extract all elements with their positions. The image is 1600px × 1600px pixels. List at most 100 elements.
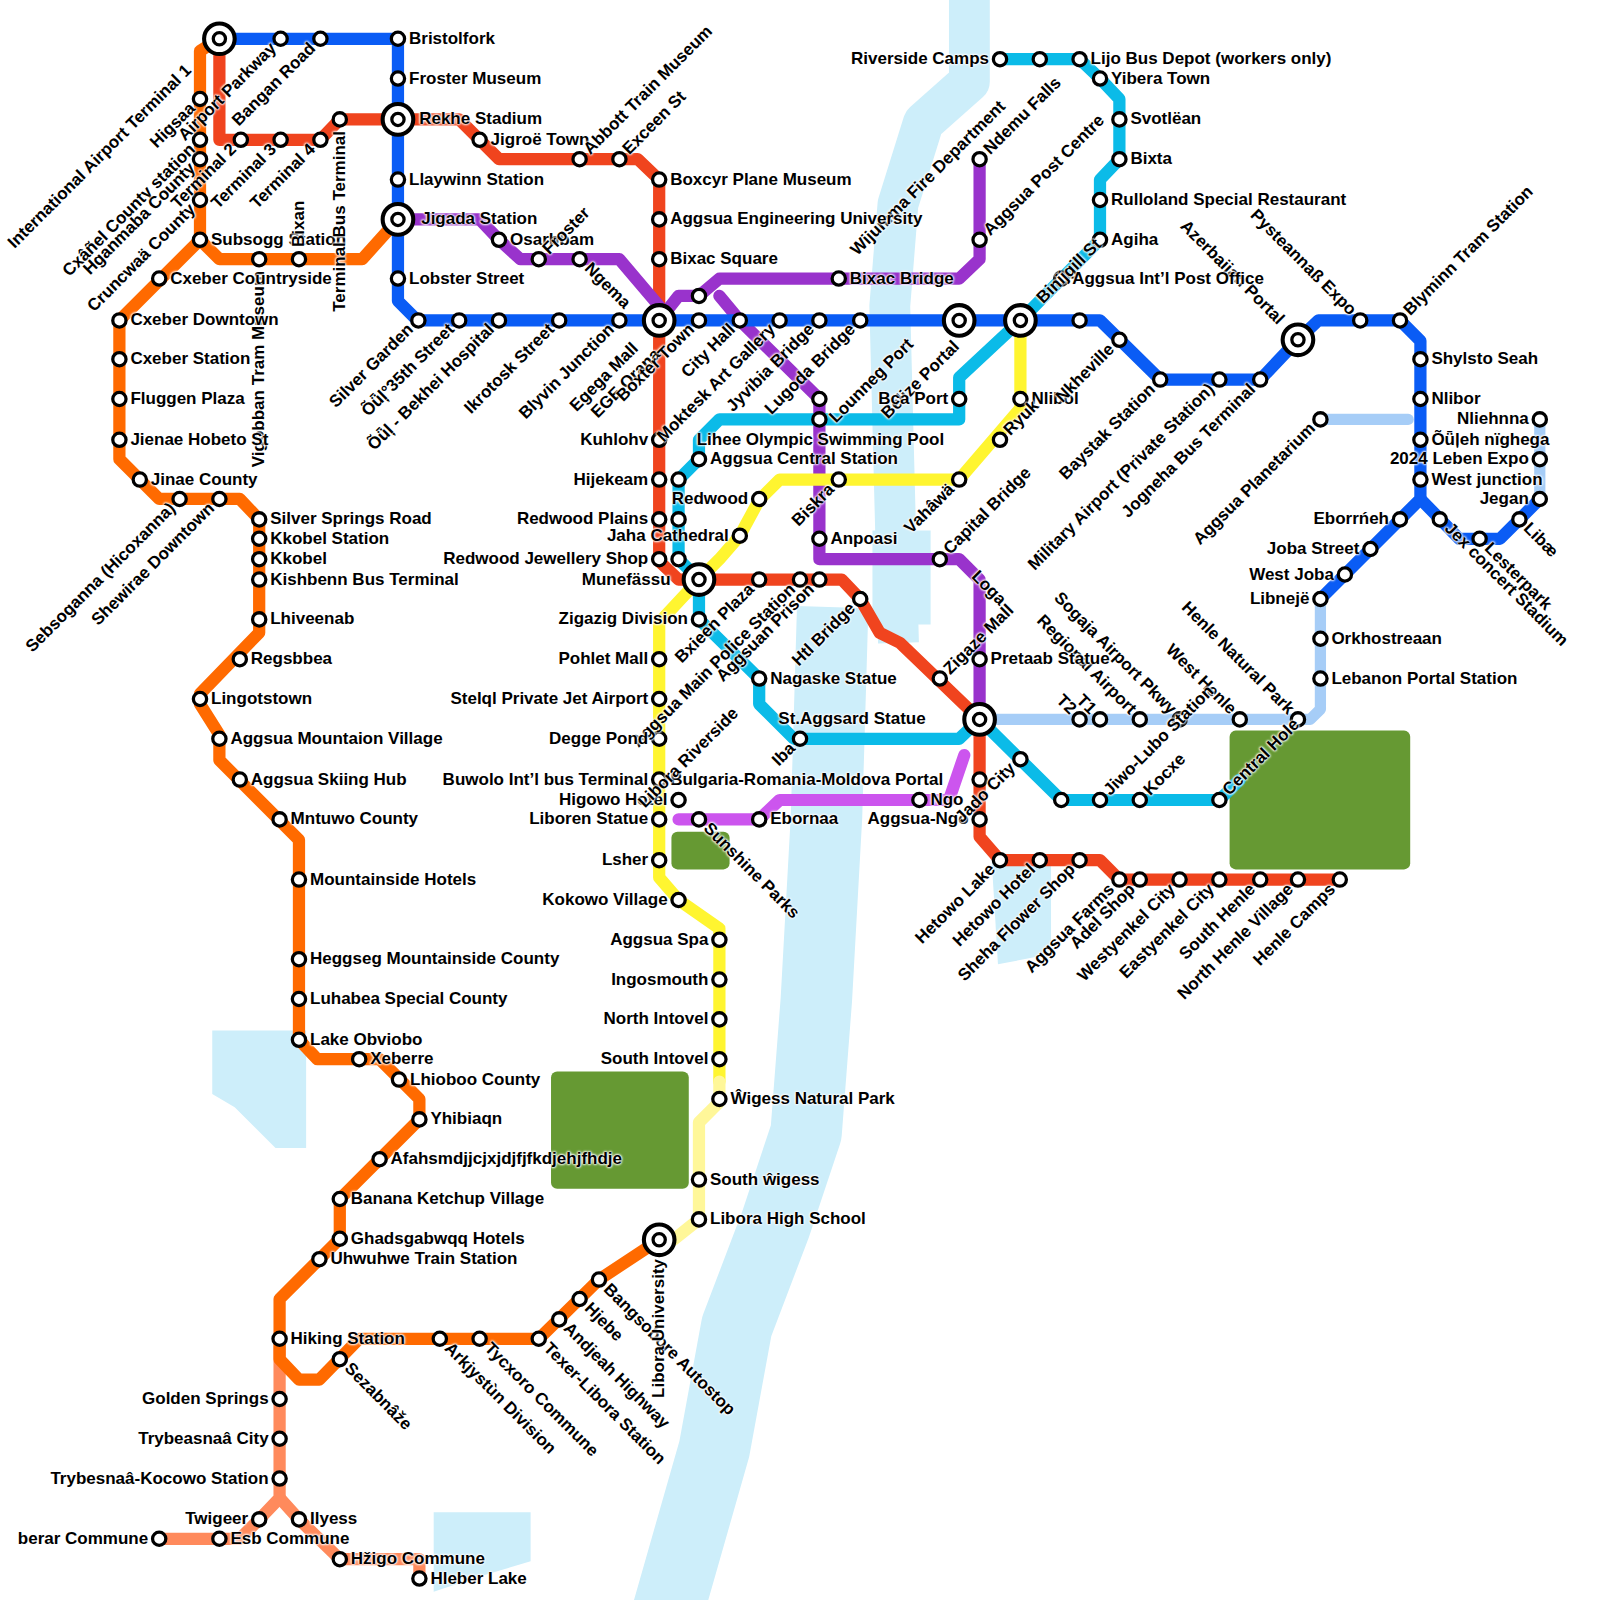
- station-label: Mntuwo County: [291, 810, 418, 829]
- station-dot: [913, 793, 926, 806]
- interchange-ring: [1005, 305, 1036, 336]
- station-label: Ilyess: [310, 1510, 357, 1529]
- station-dot: [613, 153, 626, 166]
- station-label: Nlibor: [1431, 390, 1480, 409]
- station-label: Degge Pond: [549, 729, 648, 748]
- station-dot: [692, 314, 705, 327]
- station-label: Libnejë: [1250, 590, 1310, 609]
- station-label: Stelql Private Jet Airport: [450, 690, 648, 709]
- interchange-ring: [644, 305, 675, 336]
- station-dot: [1133, 713, 1146, 726]
- station-dot: [1314, 632, 1327, 645]
- station-dot: [193, 692, 206, 705]
- station-dot: [1233, 713, 1246, 726]
- route-line: [219, 39, 1420, 599]
- station-label: Blyminn Tram Station: [1400, 183, 1537, 320]
- station-label: Õǖļeh nïghega: [1431, 430, 1549, 449]
- station-label: Iba: [769, 739, 800, 770]
- station-dot: [273, 1392, 286, 1405]
- station-label: Nliehnna: [1457, 410, 1529, 429]
- station-label: Wijumma Fire Department: [847, 98, 1009, 260]
- station-dot: [113, 433, 126, 446]
- station-label: West junction: [1431, 470, 1542, 489]
- station-dot: [391, 173, 404, 186]
- station-dot: [193, 233, 206, 246]
- station-label: Pohlet Mall: [558, 650, 648, 669]
- station-label: Aggsua Central Station: [710, 450, 898, 469]
- station-label: Jegan: [1480, 490, 1529, 509]
- station-dot: [1014, 753, 1027, 766]
- station-dot: [653, 513, 666, 526]
- station-label: Ebornaa: [770, 810, 838, 829]
- station-dot: [233, 653, 246, 666]
- station-dot: [813, 413, 826, 426]
- station-dot: [473, 133, 486, 146]
- station-dot: [973, 153, 986, 166]
- station-dot: [672, 893, 685, 906]
- station-label: West Joba: [1249, 565, 1334, 584]
- station-dot: [613, 314, 626, 327]
- station-dot: [253, 553, 266, 566]
- station-dot: [733, 529, 746, 542]
- station-label: Aggsua Int’l Post Office: [1072, 269, 1264, 288]
- interchange-core: [1014, 314, 1026, 326]
- interchange-ring: [644, 1224, 675, 1255]
- station-dot: [391, 72, 404, 85]
- lake: [212, 1031, 306, 1148]
- station-dot: [692, 289, 705, 302]
- station-dot: [1393, 513, 1406, 526]
- station-dot: [1533, 453, 1546, 466]
- station-dot: [1393, 314, 1406, 327]
- station-dot: [713, 1053, 726, 1066]
- interchange-ring: [1283, 324, 1314, 355]
- station-dot: [1414, 392, 1427, 405]
- station-label: Ryuk: [1000, 397, 1043, 440]
- station-dot: [813, 314, 826, 327]
- station-label: Bristolfork: [409, 29, 495, 48]
- station-dot: [1093, 193, 1106, 206]
- station-label: Liboren Statue: [529, 810, 648, 829]
- station-dot: [1033, 53, 1046, 66]
- station-label: Redwood Jewellery Shop: [443, 550, 648, 569]
- station-dot: [1033, 854, 1046, 867]
- station-label: Libora University: [650, 1259, 669, 1398]
- station-label: Kkobel: [270, 550, 327, 569]
- station-dot: [753, 672, 766, 685]
- station-dot: [292, 253, 305, 266]
- station-dot: [1291, 873, 1304, 886]
- station-dot: [1113, 113, 1126, 126]
- station-label: Central Hole: [1220, 716, 1304, 800]
- station-dot: [933, 553, 946, 566]
- station-dot: [213, 492, 226, 505]
- station-label: Mountainside Hotels: [310, 870, 476, 889]
- route-line: [398, 219, 659, 320]
- station-label: Xeberre: [370, 1050, 433, 1069]
- station-dot: [234, 133, 247, 146]
- station-dot: [692, 1173, 705, 1186]
- station-dot: [373, 1153, 386, 1166]
- station-dot: [153, 1532, 166, 1545]
- interchange-core: [213, 33, 225, 45]
- station-dot: [1314, 672, 1327, 685]
- station-label: Rulloland Special Restaurant: [1111, 191, 1346, 210]
- route-group: [119, 39, 1539, 1579]
- station-label: Heggseg Mountainside County: [310, 950, 559, 969]
- station-label: Jinae County: [151, 470, 258, 489]
- station-dot: [113, 392, 126, 405]
- station-dot: [1314, 413, 1327, 426]
- station-label: Lobster Street: [409, 269, 524, 288]
- station-label: Buwolo Int’l bus Terminal: [443, 770, 649, 789]
- station-label: Aggsua Spa: [610, 930, 708, 949]
- station-dot: [672, 793, 685, 806]
- station-label: Svotlëan: [1130, 110, 1201, 129]
- station-dot: [1093, 793, 1106, 806]
- station-dot: [854, 314, 867, 327]
- station-dot: [413, 1113, 426, 1126]
- station-dot: [273, 1472, 286, 1485]
- station-label: Sunshine Parks: [699, 820, 802, 923]
- station-dot: [973, 233, 986, 246]
- station-label: Agiha: [1111, 230, 1158, 249]
- station-label: Eborrńeh: [1313, 510, 1389, 529]
- station-dot: [713, 933, 726, 946]
